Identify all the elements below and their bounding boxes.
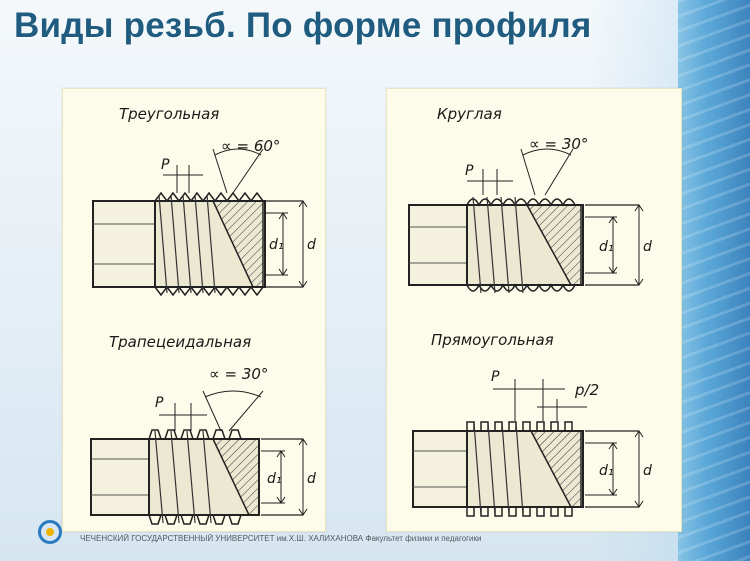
triangular-d1-label: d₁ — [269, 237, 284, 253]
triangular-pitch-label: P — [161, 157, 170, 173]
rectangular-thread-drawing — [412, 379, 644, 517]
trapezoidal-thread-drawing — [90, 390, 308, 525]
footer-caption: ЧЕЧЕНСКИЙ ГОСУДАРСТВЕННЫЙ УНИВЕРСИТЕТ им… — [80, 534, 482, 543]
rectangular-d1-label: d₁ — [599, 463, 614, 479]
decorative-side-bar — [678, 0, 750, 561]
rectangular-pitch-label: P — [491, 369, 500, 385]
rectangular-half-pitch-label: p/2 — [574, 381, 599, 399]
right-drawings: Круглая ∝ = 30° P d₁ d — [408, 105, 652, 517]
rectangular-label: Прямоугольная — [431, 331, 554, 349]
round-d1-label: d₁ — [599, 239, 614, 255]
triangular-d-label: d — [307, 237, 316, 253]
round-label: Круглая — [437, 105, 502, 123]
rectangular-d-label: d — [643, 463, 652, 479]
triangular-label: Треугольная — [119, 105, 219, 123]
diagram-panel-left: Треугольная ∝ = 60° P d₁ d — [62, 88, 326, 532]
round-pitch-label: P — [465, 163, 474, 179]
diagram-panel-right: Круглая ∝ = 30° P d₁ d — [386, 88, 682, 532]
round-angle-label: ∝ = 30° — [529, 135, 588, 153]
trapezoidal-angle-label: ∝ = 30° — [209, 365, 268, 383]
round-d-label: d — [643, 239, 652, 255]
trapezoidal-d1-label: d₁ — [267, 471, 282, 487]
trapezoidal-pitch-label: P — [155, 395, 164, 411]
triangular-thread-drawing — [92, 148, 308, 297]
left-drawings: Треугольная ∝ = 60° P d₁ d — [90, 105, 316, 525]
triangular-angle-label: ∝ = 60° — [221, 137, 280, 155]
page-title: Виды резьб. По форме профиля — [14, 6, 592, 45]
university-logo-icon — [38, 520, 62, 544]
round-thread-drawing — [408, 148, 644, 294]
trapezoidal-d-label: d — [307, 471, 316, 487]
trapezoidal-label: Трапецеидальная — [109, 333, 251, 351]
